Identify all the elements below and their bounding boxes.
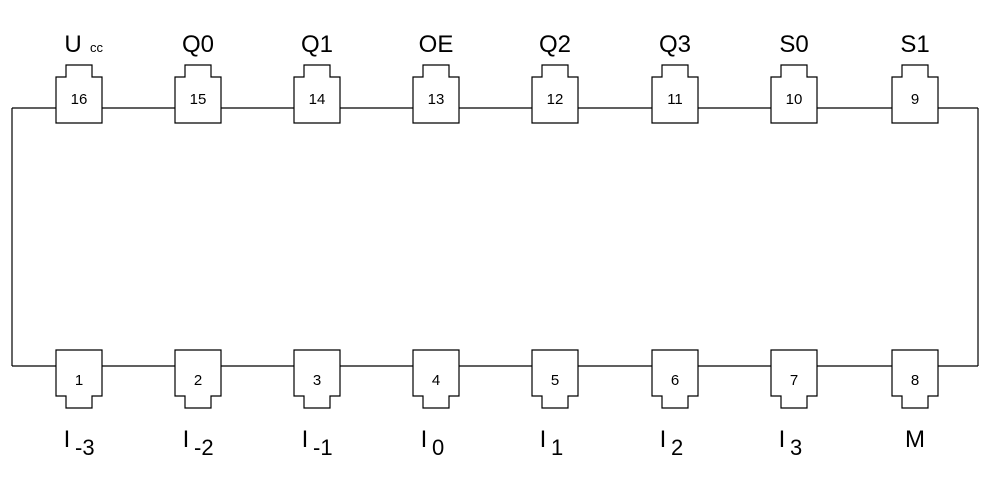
pin-number: 3 [313, 372, 321, 389]
bottom-pin: 2I-2 [174, 349, 222, 460]
pin-number: 8 [911, 372, 919, 389]
pin-number: 4 [432, 372, 440, 389]
pin-outline [531, 64, 579, 124]
pin-outline [651, 349, 699, 409]
pin-outline [770, 64, 818, 124]
pin-label-subscript: -3 [75, 435, 95, 460]
pin-label-subscript: 0 [432, 435, 444, 460]
pin-outline [55, 64, 103, 124]
pin-outline [174, 64, 222, 124]
pin-label: Q0 [182, 31, 214, 58]
pin-label: M [905, 426, 925, 453]
pin-number: 1 [75, 372, 83, 389]
pin-number: 10 [786, 91, 803, 108]
pin-outline [293, 64, 341, 124]
pin-outline [412, 64, 460, 124]
pin-label: I [421, 426, 428, 453]
pin-label: I [302, 426, 309, 453]
pin-label-subscript: -2 [194, 435, 214, 460]
top-pin: 13 OE [412, 31, 460, 124]
top-pin: 11 Q3 [651, 31, 699, 124]
bottom-pin: 8M [891, 349, 939, 453]
pin-number: 5 [551, 372, 559, 389]
pin-outline [770, 349, 818, 409]
pin-label: I [540, 426, 547, 453]
pin-label: I [183, 426, 190, 453]
pin-number: 9 [911, 91, 919, 108]
chip-body-outline [11, 107, 979, 367]
pin-number: 2 [194, 372, 202, 389]
pin-number: 13 [428, 91, 445, 108]
pin-number: 6 [671, 372, 679, 389]
pin-outline [55, 349, 103, 409]
pin-outline [412, 349, 460, 409]
pin-number: 16 [71, 91, 88, 108]
pin-outline [293, 349, 341, 409]
pin-outline [651, 64, 699, 124]
bottom-pin: 1I-3 [55, 349, 103, 460]
pin-label-subscript: 1 [551, 435, 563, 460]
pin-number: 14 [309, 91, 326, 108]
pin-label: I [779, 426, 786, 453]
pin-label: Q1 [301, 31, 333, 58]
pin-label: U [64, 31, 81, 58]
pin-label: I [64, 426, 71, 453]
pin-number: 11 [667, 91, 683, 108]
pin-label: OE [419, 31, 454, 58]
pin-label-subscript: 3 [790, 435, 802, 460]
top-pin: 12 Q2 [531, 31, 579, 124]
pin-label-subscript: 2 [671, 435, 683, 460]
pin-outline [174, 349, 222, 409]
top-pin: 15 Q0 [174, 31, 222, 124]
pin-outline [891, 349, 939, 409]
pin-label: Q2 [539, 31, 571, 58]
bottom-pin: 3I-1 [293, 349, 341, 460]
pin-label-subscript: cc [90, 40, 104, 55]
pin-outline [531, 349, 579, 409]
pin-label: I [660, 426, 667, 453]
pin-number: 15 [190, 91, 207, 108]
pin-number: 7 [790, 372, 798, 389]
pin-label-subscript: -1 [313, 435, 333, 460]
top-pin: 10 S0 [770, 31, 818, 124]
pin-label: Q3 [659, 31, 691, 58]
pin-number: 12 [547, 91, 564, 108]
pin-label: S0 [779, 31, 808, 58]
top-pin: 14 Q1 [293, 31, 341, 124]
pin-outline [891, 64, 939, 124]
pin-label: S1 [900, 31, 929, 58]
top-pin: 9 S1 [891, 31, 939, 124]
